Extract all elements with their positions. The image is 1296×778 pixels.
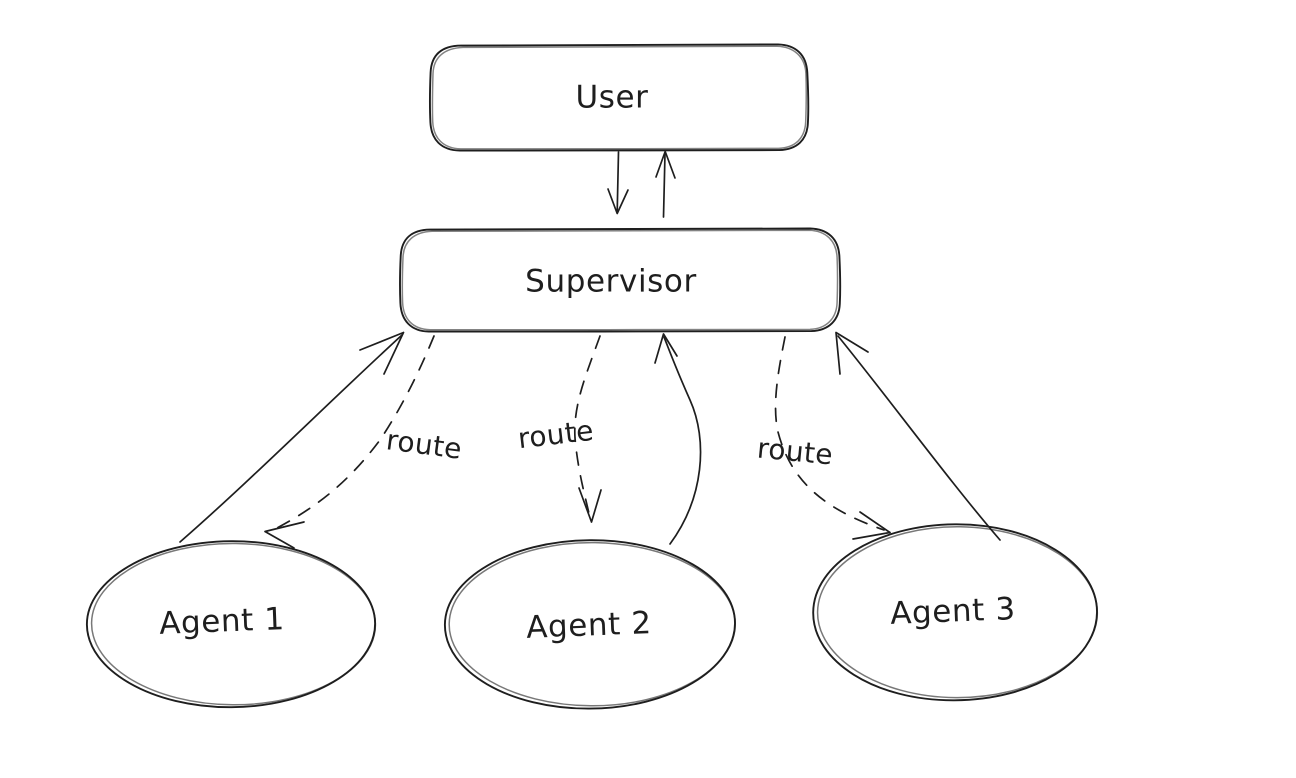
agent-2-ellipse-outline-1	[443, 539, 736, 710]
edge-supervisor-to-user-line	[662, 152, 666, 218]
edge-agent-1-to-supervisor-line	[179, 334, 403, 543]
edge-supervisor-to-agent-2-arrowhead	[578, 487, 602, 523]
user-label: User	[575, 80, 648, 116]
edge-label-route-1: route	[384, 423, 464, 466]
edge-agent-1-to-supervisor-arrowhead	[359, 331, 405, 375]
edge-agent-3-to-supervisor-arrowhead	[835, 331, 869, 375]
user-box-outline-1	[428, 43, 810, 152]
user-box-fill	[430, 44, 808, 150]
agent-3-ellipse-outline-1	[812, 523, 1098, 702]
supervisor-box-outline-1	[399, 227, 842, 333]
edge-label-route-3: route	[756, 431, 835, 471]
node-user[interactable]: User	[428, 43, 810, 152]
edge-user-to-supervisor[interactable]	[607, 151, 629, 215]
agent-3-ellipse-outline-2	[816, 526, 1099, 699]
supervisor-box-fill	[400, 228, 840, 331]
edge-supervisor-to-agent-3-line	[774, 336, 885, 531]
edge-supervisor-to-agent-1[interactable]: route	[264, 335, 464, 549]
supervisor-box-outline-2	[401, 229, 839, 331]
node-agent-2[interactable]: Agent 2	[443, 539, 736, 710]
agent-2-ellipse-outline-2	[448, 541, 736, 707]
agent-2-ellipse-fill	[445, 540, 735, 708]
edge-supervisor-to-user[interactable]	[655, 150, 676, 218]
supervisor-label: Supervisor	[525, 264, 697, 300]
node-agent-3[interactable]: Agent 3	[812, 523, 1099, 702]
edge-agent-2-to-supervisor-arrowhead	[654, 333, 678, 364]
edge-agent-1-to-supervisor[interactable]	[179, 331, 405, 543]
edge-supervisor-to-agent-2-line	[573, 335, 601, 519]
agent-1-label: Agent 1	[159, 601, 286, 642]
node-supervisor[interactable]: Supervisor	[399, 227, 842, 333]
edge-agent-2-to-supervisor[interactable]	[654, 333, 702, 545]
edge-supervisor-to-agent-3-arrowhead	[852, 511, 891, 540]
user-box-outline-2	[431, 45, 807, 150]
agent-1-ellipse-outline-2	[90, 542, 377, 706]
edge-agent-3-to-supervisor-line	[837, 335, 1001, 541]
edge-label-route-2: route	[516, 414, 595, 455]
edge-user-to-supervisor-line	[616, 151, 620, 213]
edge-supervisor-to-agent-3[interactable]: route	[756, 336, 891, 540]
edge-supervisor-to-user-arrowhead	[655, 150, 676, 179]
agent-3-ellipse-fill	[813, 524, 1097, 700]
agent-3-label: Agent 3	[890, 591, 1017, 632]
agent-1-ellipse-fill	[87, 541, 375, 707]
edge-supervisor-to-agent-2[interactable]: route	[516, 335, 602, 523]
edge-user-to-supervisor-arrowhead	[607, 188, 629, 215]
edge-agent-3-to-supervisor[interactable]	[835, 331, 1001, 541]
node-agent-1[interactable]: Agent 1	[85, 540, 377, 709]
edge-agent-2-to-supervisor-line	[663, 336, 702, 545]
edge-supervisor-to-agent-1-arrowhead	[264, 521, 305, 549]
agent-2-label: Agent 2	[526, 605, 653, 646]
